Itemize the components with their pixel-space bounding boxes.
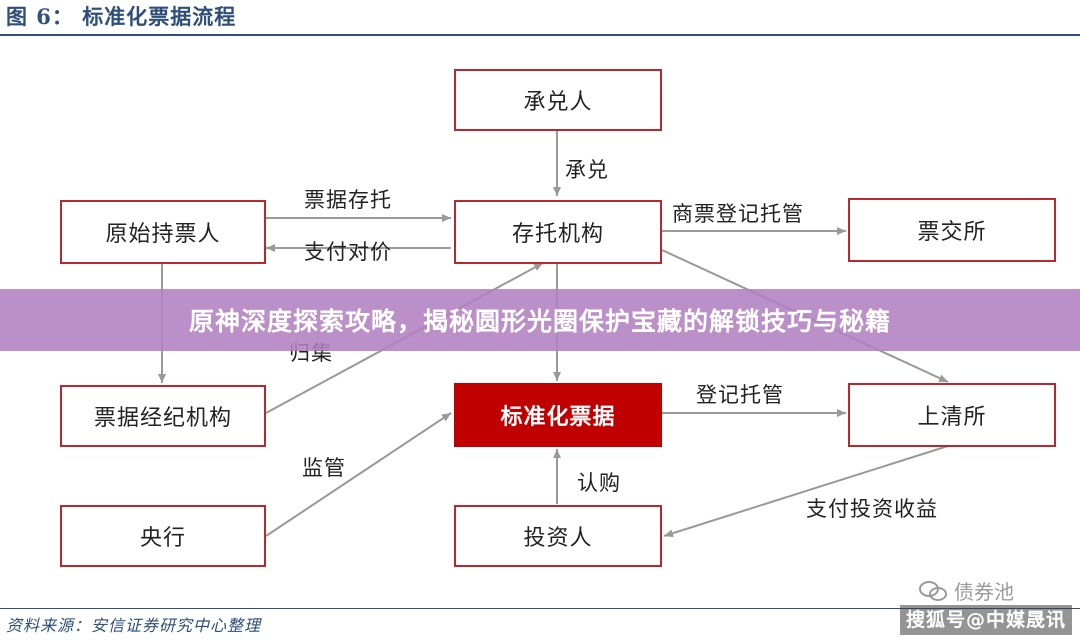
node-custodian: 存托机构 — [454, 200, 662, 264]
wechat-icon — [919, 580, 947, 601]
label-bill-deposit: 票据存托 — [304, 188, 392, 212]
watermark-site: 搜狐号@中媒晟讯 — [899, 605, 1072, 635]
figure-title: 图 6： 标准化票据流程 — [6, 4, 237, 29]
label-supervision: 监管 — [302, 456, 346, 480]
source-divider — [0, 608, 1080, 609]
label-acceptance: 承兑 — [565, 158, 609, 182]
watermark-account-name: 债券池 — [954, 580, 1014, 604]
node-acceptor: 承兑人 — [454, 69, 662, 131]
label-registration-custody: 登记托管 — [696, 383, 784, 407]
node-exchange: 票交所 — [848, 198, 1056, 262]
source-note: 资料来源：安信证券研究中心整理 — [6, 616, 262, 635]
watermark-account: 债券池 — [918, 576, 1014, 605]
label-subscription: 认购 — [577, 471, 621, 495]
arrow-clearing-to-investor — [663, 445, 949, 538]
node-standardized-bill: 标准化票据 — [454, 383, 662, 447]
node-broker: 票据经纪机构 — [60, 385, 266, 447]
label-investment-return: 支付投资收益 — [806, 497, 938, 521]
label-commercial-bill-registration: 商票登记托管 — [672, 202, 804, 226]
title-divider — [0, 34, 1080, 36]
node-original-holder: 原始持票人 — [60, 200, 266, 264]
node-central-bank: 央行 — [60, 505, 266, 567]
node-investor: 投资人 — [454, 505, 662, 567]
node-clearing-house: 上清所 — [848, 383, 1056, 447]
arrow-centralbank-to-bill — [265, 412, 452, 537]
overlay-banner: 原神深度探索攻略，揭秘圆形光圈保护宝藏的解锁技巧与秘籍 — [0, 289, 1080, 351]
label-payment: 支付对价 — [304, 240, 392, 264]
